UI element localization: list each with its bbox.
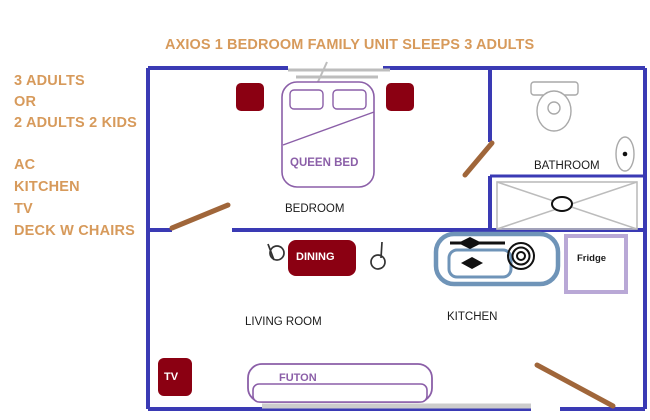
bathroom-sink-drain xyxy=(622,151,628,157)
bedroom-group xyxy=(236,81,414,188)
page-title: AXIOS 1 BEDROOM FAMILY UNIT SLEEPS 3 ADU… xyxy=(165,37,535,53)
shower-drain xyxy=(551,196,573,212)
bed-blanket-fold xyxy=(282,111,375,146)
nightstand-left xyxy=(236,83,264,111)
sidebar-line-tv: TV xyxy=(14,201,33,217)
sidebar-line-deck: DECK W CHAIRS xyxy=(14,223,136,239)
pillow-left xyxy=(289,89,324,110)
door-entry-swing xyxy=(534,362,616,409)
furniture-label-tv: TV xyxy=(164,371,179,383)
living-room-group xyxy=(158,240,433,403)
furniture-label-fridge: Fridge xyxy=(577,253,607,264)
room-label-bedroom: BEDROOM xyxy=(285,203,345,215)
sidebar-line-occupancy-2: 2 ADULTS 2 KIDS xyxy=(14,115,138,131)
stove-burner-outer xyxy=(507,242,535,270)
sidebar-line-occupancy-1: 3 ADULTS xyxy=(14,73,85,89)
door-bedroom-swing xyxy=(169,202,231,231)
sidebar-line-kitchen: KITCHEN xyxy=(14,179,80,195)
furniture-label-dining-table: DINING xyxy=(296,251,335,263)
pillow-right xyxy=(332,89,367,110)
sidebar-line-or: OR xyxy=(14,94,37,110)
dining-chair-right-icon xyxy=(370,241,386,270)
windows-group xyxy=(262,61,531,409)
door-bathroom-swing xyxy=(462,140,495,178)
nightstand-right xyxy=(386,83,414,111)
dining-chair-left-icon xyxy=(267,243,285,261)
walls-group xyxy=(146,66,647,411)
shower-stall xyxy=(496,181,638,230)
sidebar-line-ac: AC xyxy=(14,157,36,173)
kitchen-faucet-knob xyxy=(458,237,482,249)
dining-table xyxy=(288,240,356,276)
toilet-bowl-inner xyxy=(547,101,561,115)
fridge xyxy=(564,234,628,294)
bathroom-group xyxy=(496,81,638,230)
furniture-label-queen-bed: QUEEN BED xyxy=(290,157,359,169)
room-label-kitchen: KITCHEN xyxy=(447,311,498,323)
doors-group xyxy=(169,140,616,409)
tv-stand xyxy=(158,358,192,396)
kitchen-group xyxy=(433,231,628,294)
stove-burner-mid xyxy=(511,246,531,266)
room-label-bathroom: BATHROOM xyxy=(534,160,600,172)
kitchen-sink-drain xyxy=(461,257,483,269)
sliding-door-tick xyxy=(316,61,328,85)
stove-burner-inner xyxy=(516,251,526,261)
futon-seat xyxy=(252,383,428,403)
room-label-living-room: LIVING ROOM xyxy=(245,316,322,328)
furniture-label-futon: FUTON xyxy=(279,372,317,384)
